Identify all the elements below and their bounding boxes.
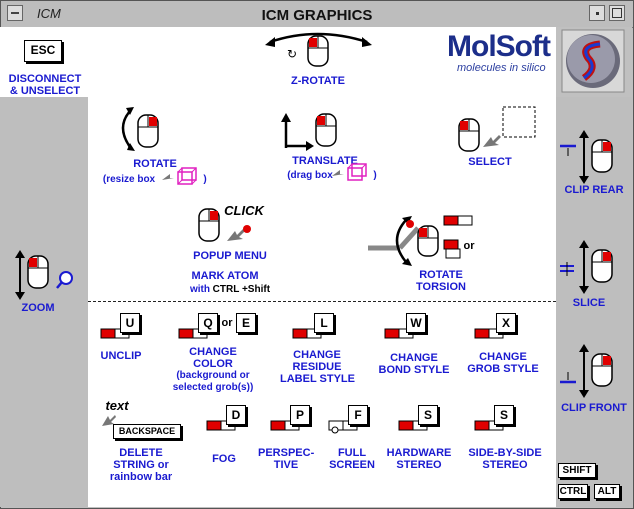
- molsoft-logo-text: MolSoft: [447, 30, 551, 63]
- torsion-or: or: [463, 240, 475, 252]
- delete-label-3: rainbow bar: [109, 471, 173, 483]
- clip-rear-icon: [560, 130, 613, 184]
- window-title: ICM GRAPHICS: [261, 7, 373, 24]
- key-s-hardware[interactable]: S: [418, 405, 438, 425]
- zoom-panel: [0, 97, 88, 507]
- clip-rear-label: CLIP REAR: [564, 184, 624, 196]
- brand-tagline: molecules in silico: [457, 62, 546, 74]
- app-name: ICM: [37, 6, 61, 21]
- rotate-icon: [121, 107, 159, 151]
- resize-box-icon: [162, 167, 197, 185]
- delete-label-2: STRING or: [113, 459, 169, 471]
- zoom-icon: [15, 250, 73, 300]
- residue-label-label-3: LABEL STYLE: [280, 373, 355, 385]
- key-f[interactable]: F: [348, 405, 368, 425]
- zoom-label: ZOOM: [21, 302, 55, 314]
- rotate-torsion-label-1: ROTATE: [419, 269, 463, 281]
- key-x[interactable]: X: [496, 313, 516, 333]
- molsoft-logo-icon: [561, 29, 625, 93]
- translate-sub-label: (drag box: [287, 170, 333, 181]
- rotate-sub-label: (resize box: [102, 174, 156, 185]
- change-color-sub-1: (background or: [176, 370, 250, 381]
- keyboard-combo-icon: [100, 328, 130, 339]
- click-text: CLICK: [224, 203, 264, 218]
- rotate-sub-close: ): [203, 174, 207, 185]
- key-w[interactable]: W: [406, 313, 426, 333]
- delete-label-1: DELETE: [119, 447, 163, 459]
- cursor-arrow-icon: [102, 415, 116, 426]
- color-or: or: [221, 317, 233, 329]
- drag-box-icon: [332, 163, 367, 181]
- sbs-stereo-label-2: STEREO: [482, 459, 528, 471]
- key-l[interactable]: L: [314, 313, 334, 333]
- translate-label: TRANSLATE: [292, 155, 358, 167]
- residue-label-label-2: RESIDUE: [292, 361, 342, 373]
- z-rotate-label: Z-ROTATE: [291, 75, 345, 87]
- z-rotate-icon: ↻: [265, 32, 372, 67]
- key-backspace[interactable]: BACKSPACE: [113, 424, 181, 439]
- window-menu-button[interactable]: [7, 5, 23, 21]
- rotate-torsion-icon: [368, 215, 473, 266]
- translate-icon: [281, 113, 337, 151]
- change-color-label-2: COLOR: [193, 358, 233, 370]
- slice-icon: [560, 240, 613, 294]
- key-d[interactable]: D: [226, 405, 246, 425]
- key-q[interactable]: Q: [198, 313, 218, 333]
- grob-style-label-1: CHANGE: [479, 351, 527, 363]
- mark-atom-label: MARK ATOM: [191, 270, 259, 282]
- key-p[interactable]: P: [290, 405, 310, 425]
- perspective-label-2: TIVE: [273, 459, 299, 471]
- clip-front-label: CLIP FRONT: [561, 402, 627, 414]
- keyboard-combo-icon: [328, 420, 358, 434]
- minimize-button[interactable]: [589, 5, 605, 21]
- fullscreen-label-1: FULL: [337, 447, 367, 459]
- translate-sub-close: ): [373, 170, 377, 181]
- change-color-sub-2: selected grob(s)): [172, 382, 254, 393]
- clip-front-icon: [560, 344, 613, 398]
- grob-style-label-2: GROB STYLE: [467, 363, 539, 375]
- hw-stereo-label-2: STEREO: [396, 459, 442, 471]
- text-label: text: [105, 398, 129, 413]
- residue-label-label-1: CHANGE: [293, 349, 341, 361]
- rotate-label: ROTATE: [133, 158, 177, 170]
- popup-menu-label: POPUP MENU: [193, 250, 267, 262]
- key-e[interactable]: E: [236, 313, 256, 333]
- fog-label: FOG: [212, 453, 236, 465]
- rotate-torsion-label-2: TORSION: [416, 281, 466, 293]
- sbs-stereo-label-1: SIDE-BY-SIDE: [468, 447, 542, 459]
- bond-style-label-2: BOND STYLE: [378, 364, 450, 376]
- key-s-side-by-side[interactable]: S: [494, 405, 514, 425]
- slice-label: SLICE: [572, 297, 606, 309]
- select-icon: [458, 106, 536, 152]
- fullscreen-label-2: SCREEN: [329, 459, 375, 471]
- unselect-label: & UNSELECT: [9, 85, 81, 97]
- key-u[interactable]: U: [120, 313, 140, 333]
- ctrl-text: CTRL: [212, 284, 240, 295]
- svg-text:↻: ↻: [287, 47, 297, 61]
- key-ctrl[interactable]: CTRL: [558, 484, 588, 499]
- bond-style-label-1: CHANGE: [390, 352, 438, 364]
- unclip-label: UNCLIP: [100, 350, 142, 362]
- disconnect-label: DISCONNECT: [8, 73, 82, 85]
- perspective-label-1: PERSPEC-: [258, 447, 315, 459]
- hw-stereo-label-1: HARDWARE: [386, 447, 452, 459]
- with-text: with: [190, 284, 210, 295]
- change-color-label-1: CHANGE: [189, 346, 237, 358]
- maximize-button[interactable]: [609, 5, 625, 21]
- popup-menu-icon: [198, 208, 251, 242]
- key-alt[interactable]: ALT: [594, 484, 620, 499]
- esc-panel: [0, 27, 88, 97]
- keyboard-combo-icon: [474, 328, 504, 339]
- esc-key[interactable]: ESC: [24, 40, 62, 62]
- shift-text: +Shift: [241, 284, 271, 295]
- keyboard-combo-icon: [474, 420, 504, 431]
- key-shift[interactable]: SHIFT: [558, 463, 596, 478]
- section-divider: [88, 301, 556, 302]
- select-label: SELECT: [468, 156, 512, 168]
- title-bar[interactable]: ICM ICM GRAPHICS: [1, 1, 633, 28]
